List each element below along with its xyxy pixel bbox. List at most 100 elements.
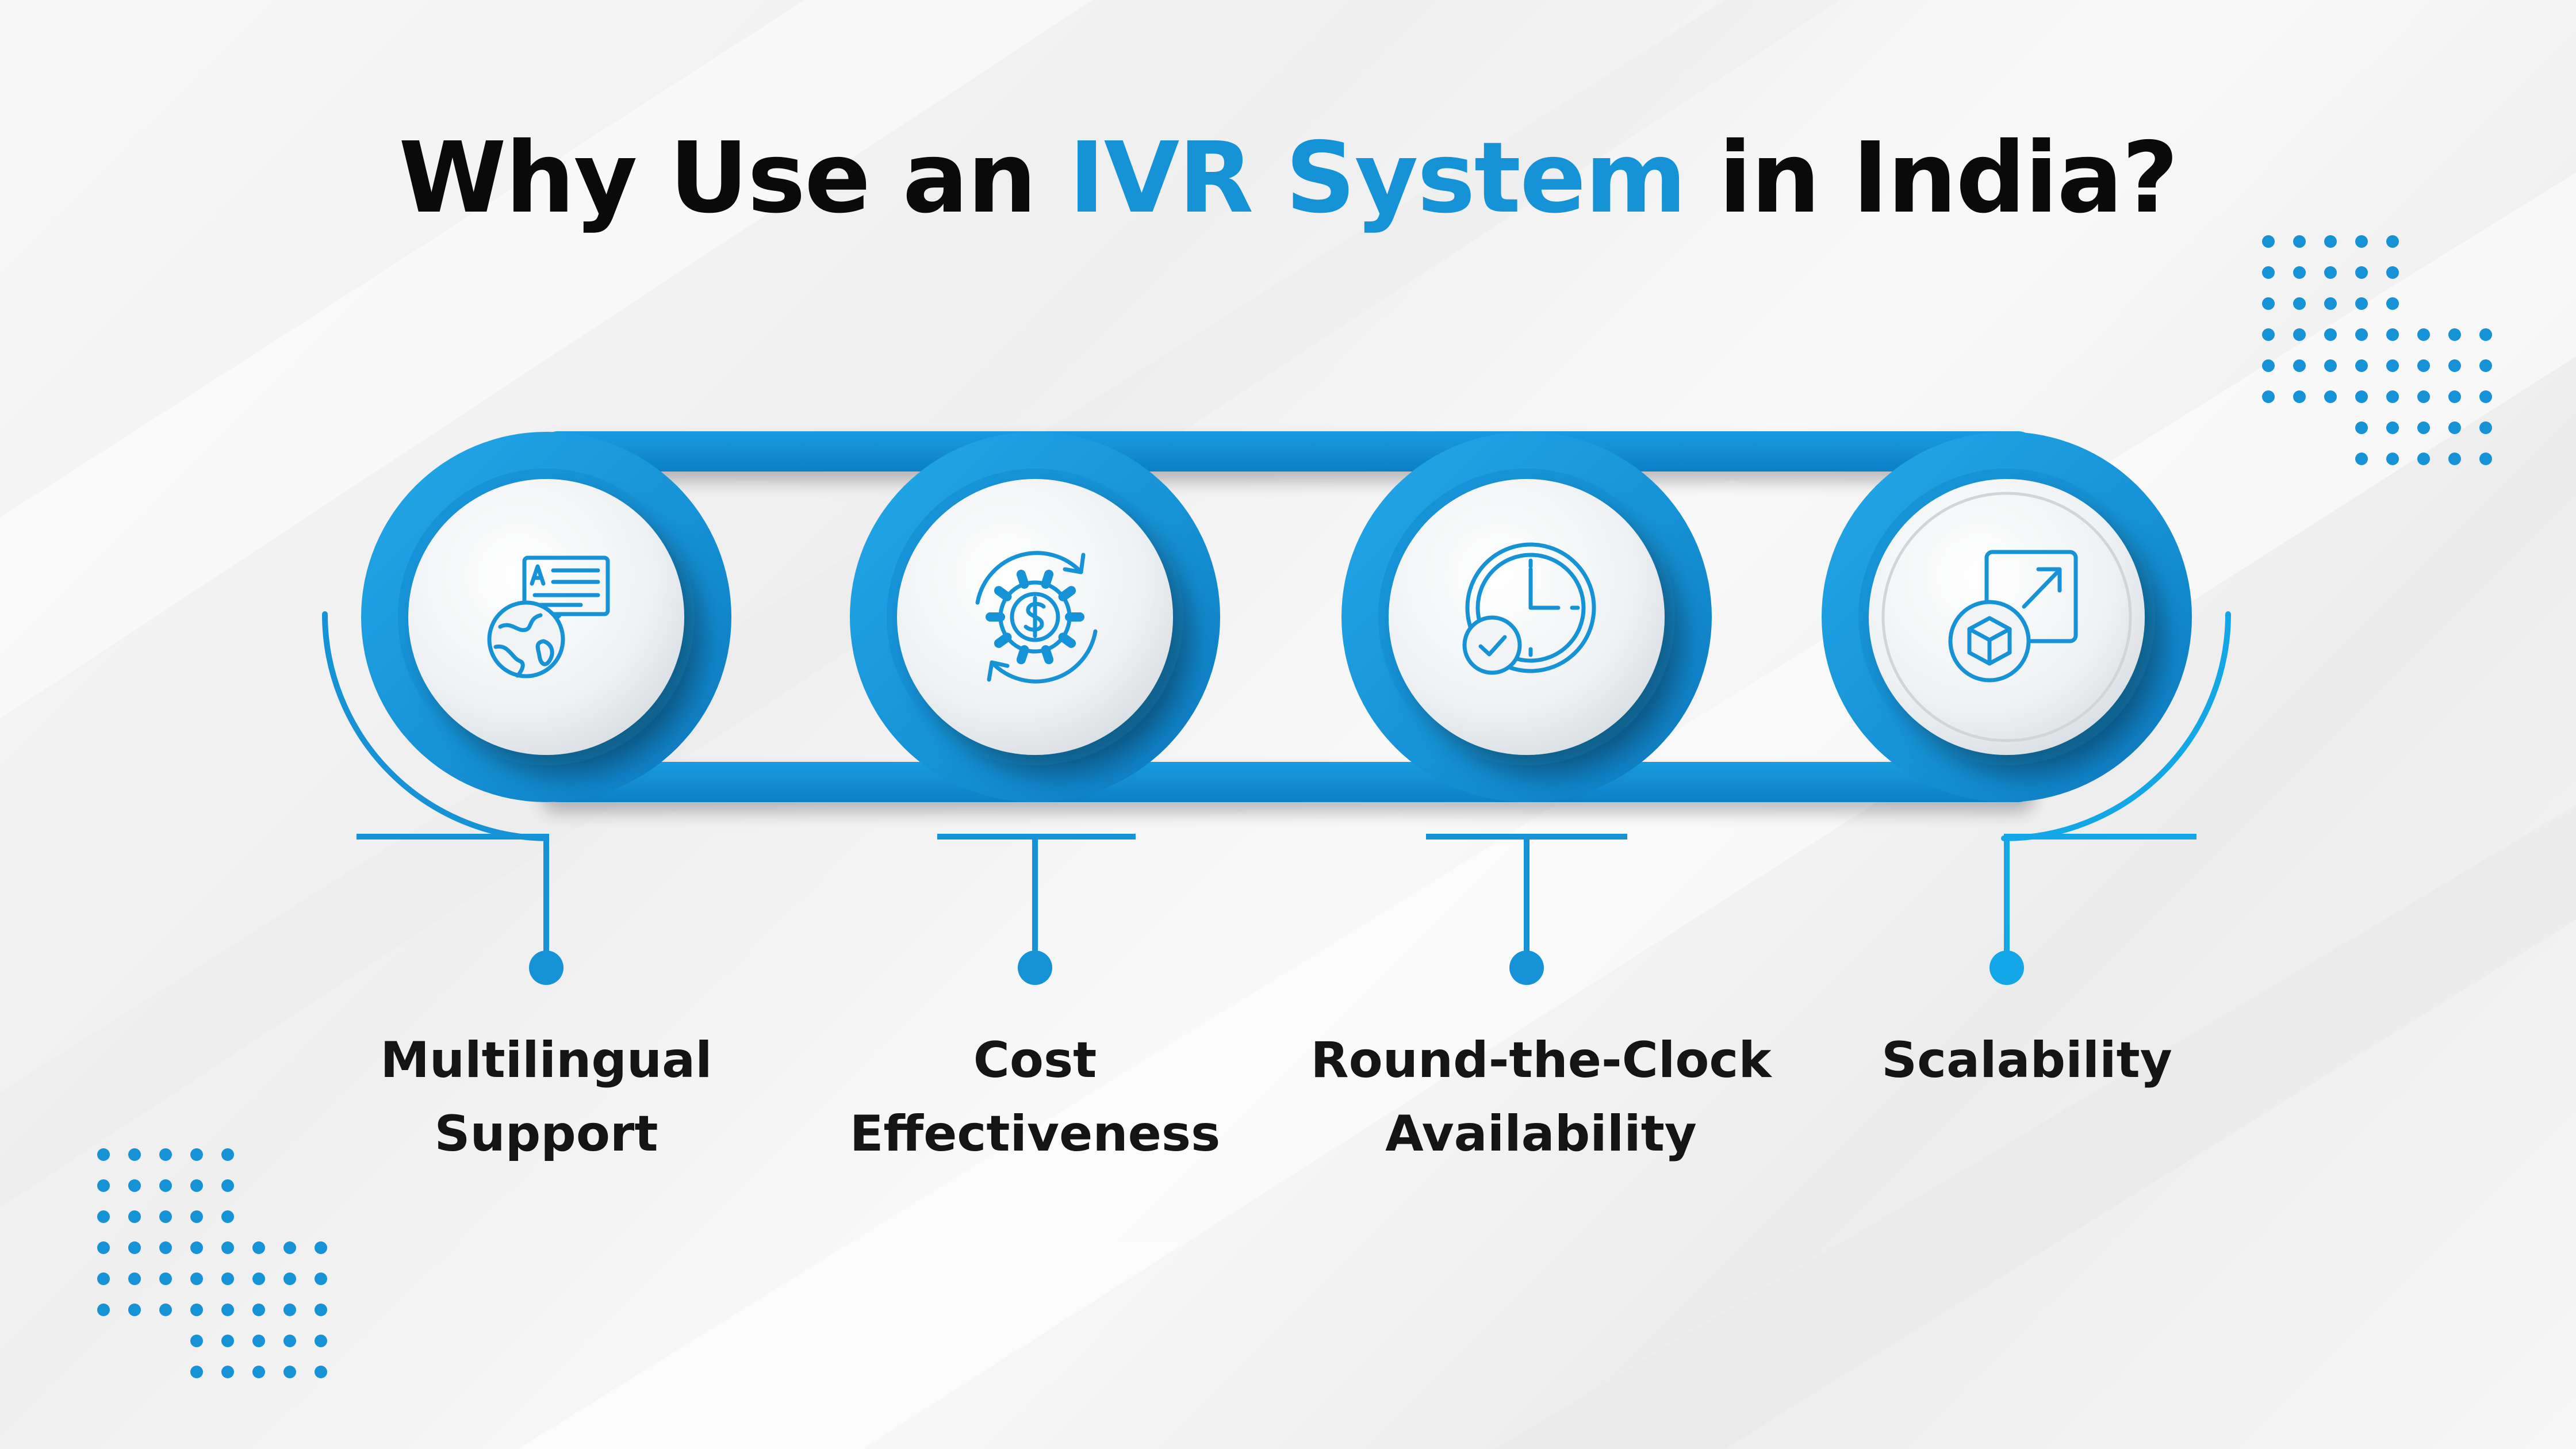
decorative-dot <box>2324 297 2337 310</box>
gear-tooth <box>994 586 1012 601</box>
decorative-dot <box>2386 266 2399 279</box>
decorative-dot <box>2293 235 2306 248</box>
item-label-cost-effectiveness: Cost Effectiveness <box>776 1023 1294 1171</box>
decorative-dot <box>2262 266 2275 279</box>
decorative-dot <box>190 1210 203 1223</box>
gear-tooth <box>994 632 1012 648</box>
decorative-dot <box>2479 328 2492 341</box>
decorative-dot <box>2479 421 2492 434</box>
decorative-dot <box>97 1272 110 1285</box>
decorative-dot <box>97 1241 110 1254</box>
decorative-dot <box>159 1304 172 1316</box>
decorative-dot <box>128 1148 141 1161</box>
item-label-multilingual-support: Multilingual Support <box>288 1023 805 1171</box>
decorative-dot <box>221 1335 234 1347</box>
decorative-dot <box>190 1148 203 1161</box>
gear-tooth <box>1041 645 1054 665</box>
decorative-dot <box>252 1366 265 1378</box>
timeline-track <box>540 431 2035 802</box>
decorative-dot <box>2262 328 2275 341</box>
decorative-dot <box>221 1241 234 1254</box>
item-label-round-the-clock-availability: Round-the-Clock Availability <box>1282 1023 1800 1171</box>
decorative-dot <box>190 1304 203 1316</box>
node-3 <box>1341 432 1712 802</box>
node-4 <box>1822 432 2192 802</box>
decorative-dot <box>159 1179 172 1192</box>
decorative-dot <box>2293 297 2306 310</box>
title-suffix: in India? <box>1685 121 2179 235</box>
decorative-dot <box>2355 453 2368 465</box>
decorative-dot <box>2355 235 2368 248</box>
gear-tooth <box>1041 569 1054 589</box>
decorative-dot <box>315 1272 327 1285</box>
decorative-dot <box>2386 297 2399 310</box>
decorative-dot <box>252 1335 265 1347</box>
decorative-dot <box>2417 359 2430 372</box>
scalability-box-arrow-icon <box>1948 550 2078 683</box>
decorative-dot <box>190 1272 203 1285</box>
decorative-dot <box>221 1304 234 1316</box>
item-label-line2: Effectiveness <box>849 1105 1221 1163</box>
right-bracket-curve <box>2001 611 2231 841</box>
decorative-dot <box>159 1241 172 1254</box>
decorative-dot <box>128 1210 141 1223</box>
decorative-dot <box>2417 421 2430 434</box>
decorative-dot <box>128 1241 141 1254</box>
decorative-dots-top-right <box>2262 235 2492 465</box>
decorative-dot <box>2293 390 2306 403</box>
connector-4 <box>1989 834 2196 985</box>
decorative-dots-bottom-left <box>97 1148 327 1378</box>
decorative-dot <box>2386 453 2399 465</box>
decorative-dot <box>2448 453 2461 465</box>
decorative-dot <box>2386 359 2399 372</box>
gear-tooth <box>1058 586 1076 601</box>
decorative-dot <box>2386 421 2399 434</box>
decorative-dot <box>2386 390 2399 403</box>
decorative-dot <box>2448 359 2461 372</box>
decorative-dot <box>2417 328 2430 341</box>
connector-1 <box>356 834 564 985</box>
decorative-dot <box>2355 359 2368 372</box>
gear-tooth <box>1016 569 1029 589</box>
decorative-dot <box>252 1304 265 1316</box>
decorative-dot <box>128 1272 141 1285</box>
decorative-dot <box>2293 359 2306 372</box>
decorative-dot <box>221 1179 234 1192</box>
decorative-dot <box>159 1148 172 1161</box>
decorative-dot <box>2324 390 2337 403</box>
decorative-dot <box>2386 235 2399 248</box>
decorative-dot <box>2448 421 2461 434</box>
decorative-dot <box>315 1335 327 1347</box>
decorative-dot <box>252 1272 265 1285</box>
decorative-dot <box>190 1179 203 1192</box>
item-label-line1: Cost <box>973 1032 1097 1089</box>
decorative-dot <box>283 1335 296 1347</box>
decorative-dot <box>2479 390 2492 403</box>
decorative-dot <box>97 1210 110 1223</box>
decorative-dot <box>2324 235 2337 248</box>
decorative-dot <box>2262 235 2275 248</box>
item-label-line1: Round-the-Clock <box>1310 1032 1772 1089</box>
decorative-dot <box>2417 453 2430 465</box>
decorative-dot <box>2293 328 2306 341</box>
decorative-dot <box>2324 359 2337 372</box>
decorative-dot <box>2448 390 2461 403</box>
decorative-dot <box>190 1241 203 1254</box>
decorative-dot <box>283 1241 296 1254</box>
decorative-dot <box>283 1366 296 1378</box>
decorative-dot <box>2324 328 2337 341</box>
decorative-dot <box>97 1148 110 1161</box>
decorative-dot <box>2355 390 2368 403</box>
decorative-dot <box>315 1241 327 1254</box>
decorative-dot <box>221 1210 234 1223</box>
decorative-dot <box>2355 421 2368 434</box>
decorative-dot <box>190 1366 203 1378</box>
decorative-dot <box>2386 328 2399 341</box>
node-2 <box>850 432 1220 802</box>
decorative-dot <box>2479 453 2492 465</box>
decorative-dot <box>2355 328 2368 341</box>
item-label-line2: Support <box>434 1105 658 1163</box>
decorative-dot <box>2355 266 2368 279</box>
decorative-dot <box>221 1148 234 1161</box>
multilingual-globe-icon <box>487 555 610 678</box>
